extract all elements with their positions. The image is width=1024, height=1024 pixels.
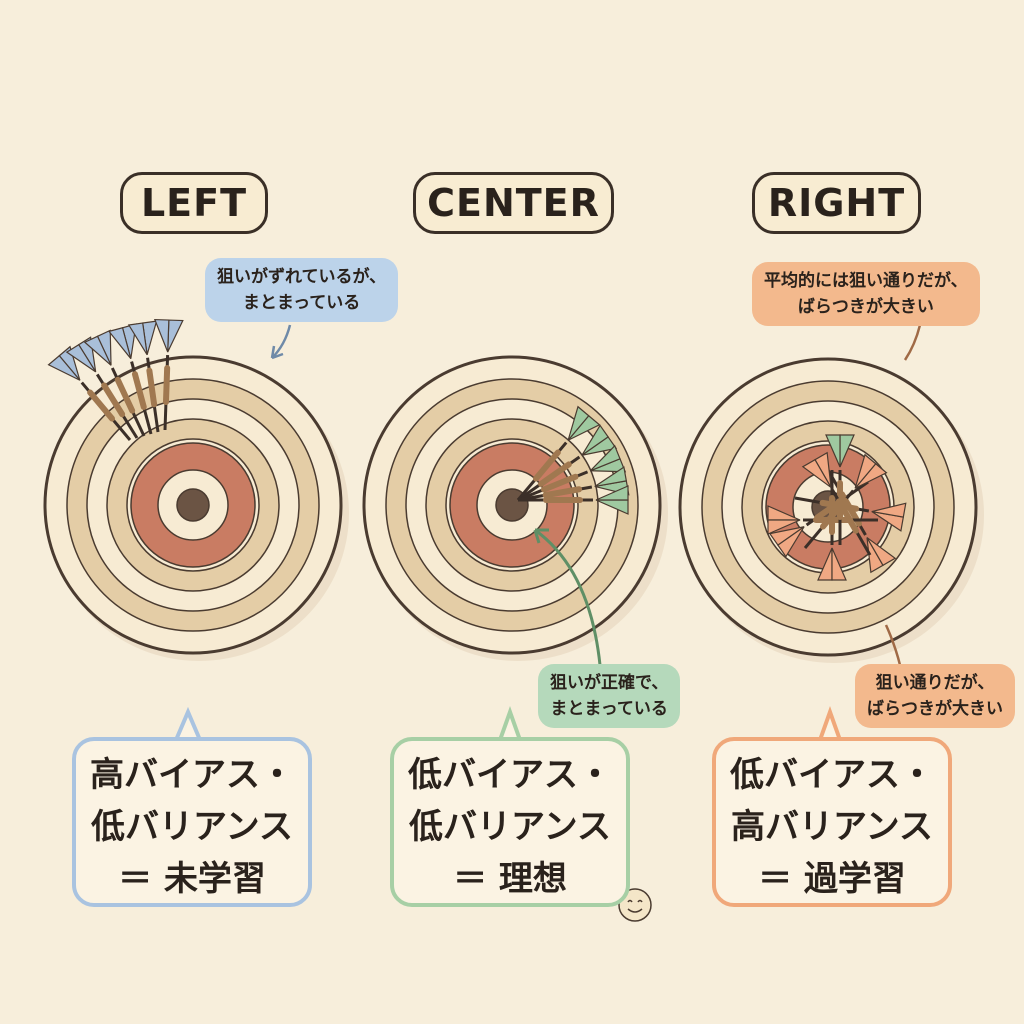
callout-center: 狙いが正確で、 まとまっている bbox=[538, 664, 681, 728]
dart bbox=[127, 320, 160, 433]
pointer-center bbox=[498, 706, 522, 741]
callout-line: ばらつきが大きい bbox=[867, 699, 1003, 719]
summary-left: 高バイアス・ 低バリアンス ＝ 未学習 bbox=[72, 737, 312, 907]
dart bbox=[83, 329, 146, 437]
smiley-face bbox=[627, 899, 643, 913]
dart bbox=[516, 405, 601, 501]
callout-right-top: 平均的には狙い通りだが、 ばらつきが大きい bbox=[752, 262, 980, 326]
summary-right: 低バイアス・ 高バリアンス ＝ 過学習 bbox=[712, 737, 952, 907]
dart bbox=[518, 485, 629, 515]
dart bbox=[517, 444, 627, 502]
dart bbox=[517, 424, 618, 502]
panel-title-left: LEFT bbox=[120, 172, 268, 234]
callout-line: 狙い通りだが、 bbox=[875, 673, 995, 693]
callout-line: 狙いが正確で、 bbox=[550, 673, 669, 693]
callout-right-bottom: 狙い通りだが、 ばらつきが大きい bbox=[855, 664, 1015, 728]
summary-line: 低バイアス・ bbox=[730, 755, 934, 795]
arrow-right-bottom bbox=[884, 624, 902, 666]
callout-line: 平均的には狙い通りだが、 bbox=[764, 271, 968, 291]
summary-line: 低バリアンス bbox=[91, 807, 293, 847]
dart bbox=[767, 505, 878, 535]
summary-center: 低バイアス・ 低バリアンス ＝ 理想 bbox=[390, 737, 630, 907]
arrow-head-center bbox=[533, 528, 549, 544]
callout-left: 狙いがずれているが、 まとまっている bbox=[205, 258, 399, 322]
arrow-head-left bbox=[270, 345, 284, 360]
callout-line: 狙いがずれているが、 bbox=[217, 267, 387, 287]
callout-line: ばらつきが大きい bbox=[797, 297, 934, 317]
summary-line: ＝ 未学習 bbox=[118, 859, 266, 899]
dart bbox=[801, 451, 872, 556]
summary-line: 低バイアス・ bbox=[408, 755, 612, 795]
callout-line: まとまっている bbox=[242, 293, 361, 313]
arrow-center bbox=[534, 528, 602, 666]
arrow-left bbox=[271, 324, 292, 359]
smiley-icon bbox=[618, 888, 652, 922]
arrow-right-top bbox=[903, 324, 922, 361]
summary-line: ＝ 理想 bbox=[453, 859, 567, 899]
callout-line: まとまっている bbox=[550, 699, 668, 719]
dart bbox=[107, 323, 153, 435]
dartboard-left-ring bbox=[176, 488, 210, 522]
dart bbox=[153, 318, 184, 431]
dart bbox=[47, 345, 132, 441]
summary-line: 高バイアス・ bbox=[90, 755, 294, 795]
pointer-left bbox=[174, 706, 202, 741]
dart bbox=[803, 453, 888, 549]
panel-title-center: CENTER bbox=[413, 172, 614, 234]
summary-line: 低バリアンス bbox=[409, 807, 611, 847]
panel-title-right: RIGHT bbox=[752, 172, 921, 234]
pointer-right bbox=[818, 706, 842, 741]
summary-line: 高バリアンス bbox=[731, 807, 933, 847]
summary-line: ＝ 過学習 bbox=[758, 859, 906, 899]
